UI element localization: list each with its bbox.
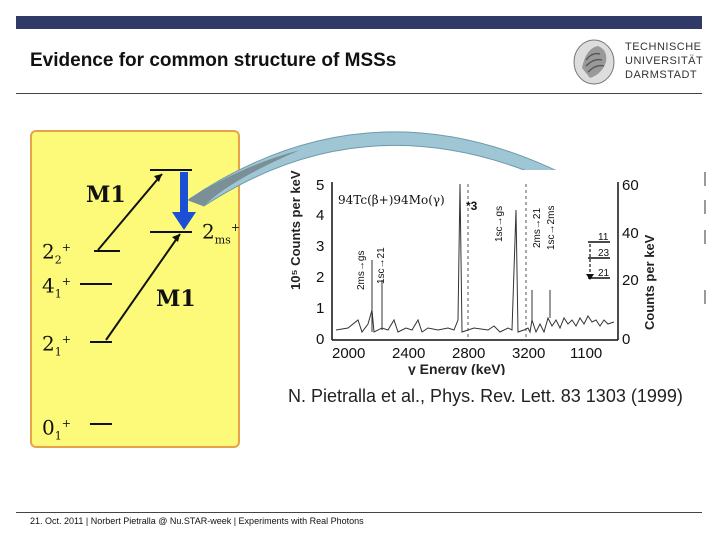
footer-text: 21. Oct. 2011 | Norbert Pietralla @ Nu.S… xyxy=(30,516,364,526)
y-right-tick: 40 xyxy=(622,225,639,242)
level-label-2-1: 21+ xyxy=(42,331,71,359)
x-tick: 3200 xyxy=(512,345,545,362)
x-tick: 1100 xyxy=(570,345,602,362)
tu-darmstadt-seal-icon xyxy=(573,39,615,85)
level-label-4-1: 41+ xyxy=(42,273,71,301)
slide-title: Evidence for common structure of MSSs xyxy=(30,50,397,71)
y-left-tick: 2 xyxy=(316,269,324,286)
y-right-tick: 0 xyxy=(622,331,630,348)
level-scheme-panel: 22+ 41+ 21+ 01+ 2ms+ M1 M1 xyxy=(30,130,240,448)
x-tick: 2000 xyxy=(332,345,365,362)
logo-line: TECHNISCHE xyxy=(625,41,702,53)
level-label-2-ms: 2ms+ xyxy=(202,219,241,247)
inset-level-label: 21 xyxy=(598,268,610,279)
level-scheme-diagram xyxy=(80,169,196,425)
y-right-tick: 60 xyxy=(622,177,639,194)
peak-label: 2ms→gs xyxy=(356,251,367,290)
y-left-tick: 0 xyxy=(316,331,324,348)
level-label-0-1: 01+ xyxy=(42,415,71,443)
citation: N. Pietralla et al., Phys. Rev. Lett. 83… xyxy=(288,386,683,406)
curved-arrow-icon xyxy=(186,131,613,210)
y-left-label: 10⁵ Counts per keV xyxy=(288,170,303,290)
peak-label: 2ms→21 xyxy=(532,208,543,248)
y-left-tick: 4 xyxy=(316,207,324,224)
transition-label-m1-upper: M1 xyxy=(86,182,126,208)
peak-label: 1sc→2ms xyxy=(546,206,557,250)
y-left-tick: 5 xyxy=(316,177,324,194)
y-left-tick: 3 xyxy=(316,238,324,255)
footer-rule xyxy=(16,512,702,513)
logo-line: DARMSTADT xyxy=(625,69,698,81)
y-right-label: Counts per keV xyxy=(642,234,657,330)
transition-label-m1-lower: M1 xyxy=(156,286,196,312)
x-tick: 2800 xyxy=(452,345,485,362)
header-rule xyxy=(16,93,702,94)
reaction-label: 94Tc(β+)94Mo(γ) xyxy=(338,193,445,207)
level-label-2-2: 22+ xyxy=(42,239,71,267)
x-tick: 2400 xyxy=(392,345,425,362)
gamma-spectrum-figure: 10⁵ Counts per keV 0 1 2 3 4 5 2000 2400… xyxy=(288,170,658,375)
peak-label: 1sc→gs xyxy=(494,206,505,242)
peak-label: *3 xyxy=(466,199,478,213)
edge-marks xyxy=(704,172,706,304)
top-bar xyxy=(16,16,702,29)
x-axis-label: γ Energy (keV) xyxy=(408,361,505,375)
inset-level-label: 11 xyxy=(598,232,609,243)
peak-label: 1sc→21 xyxy=(376,247,387,284)
y-left-tick: 1 xyxy=(316,300,324,317)
logo-line: UNIVERSITÄT xyxy=(625,55,704,67)
y-right-tick: 20 xyxy=(622,272,639,289)
inset-level-label: 23 xyxy=(598,248,610,259)
university-logo-text: TECHNISCHE UNIVERSITÄT DARMSTADT xyxy=(625,40,703,82)
